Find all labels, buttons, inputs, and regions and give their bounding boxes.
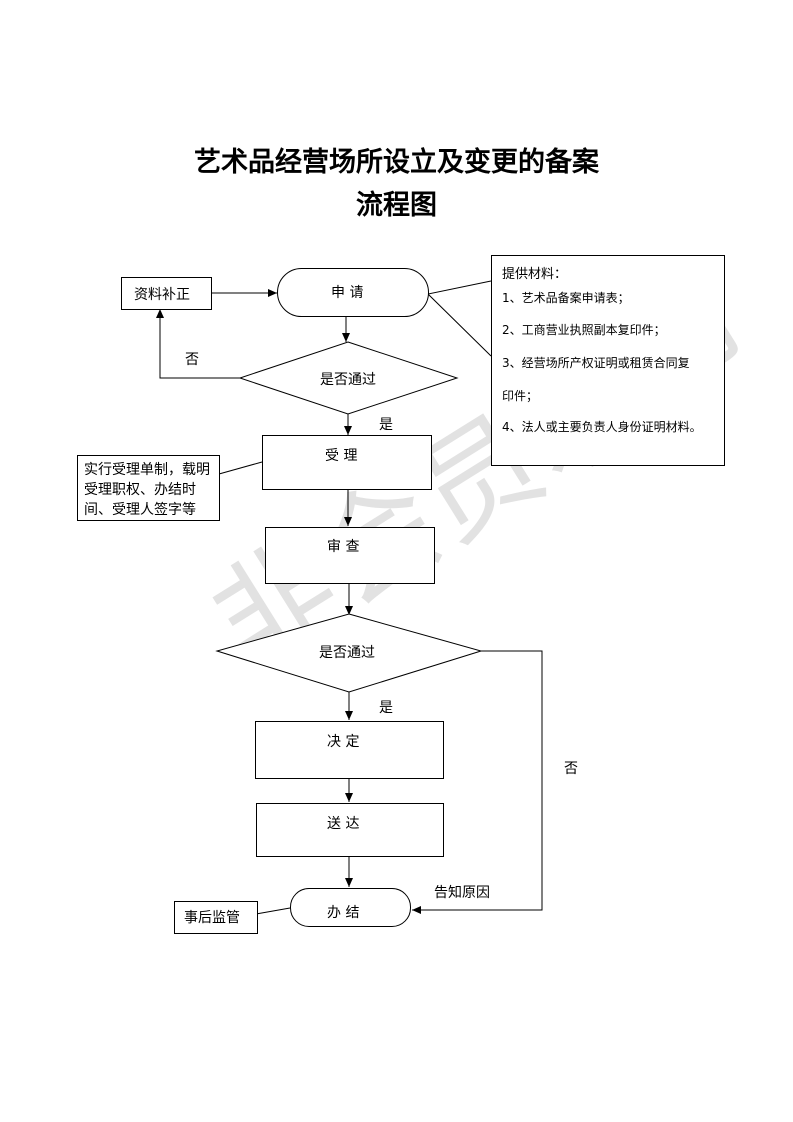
complete-terminal: [290, 888, 411, 927]
edge-decision1-no: [156, 309, 241, 379]
apply-label: 申 请: [331, 285, 364, 301]
apply-terminal: [277, 268, 429, 317]
review-box: [265, 527, 435, 584]
materials-heading: 提供材料：: [502, 267, 568, 282]
supplement-box: [121, 277, 212, 310]
page-subtitle: 流程图: [356, 190, 437, 221]
accept-box: [262, 435, 432, 490]
supplement-label: 资料补正: [134, 287, 190, 303]
deliver-box: [256, 803, 444, 857]
decision2-label: 是否通过: [319, 645, 375, 661]
edge-materials-apply: [426, 280, 492, 357]
materials-item: 印件；: [502, 389, 539, 403]
review-label: 审 查: [327, 539, 360, 555]
edge-note-accept: [218, 461, 263, 475]
decision2-shape: [215, 613, 483, 693]
accept-note-line: 实行受理单制，载明: [84, 462, 210, 478]
supervision-box: [174, 901, 258, 934]
decision2-no-label: 否: [564, 761, 578, 777]
materials-item: 2、工商营业执照副本复印件；: [502, 323, 666, 337]
supervision-label: 事后监管: [184, 910, 240, 926]
materials-item: 1、艺术品备案申请表；: [502, 291, 630, 305]
accept-note-box: [77, 455, 220, 521]
materials-item: 3、经营场所产权证明或租赁合同复: [502, 356, 690, 370]
accept-label: 受 理: [325, 448, 358, 464]
materials-box: 提供材料： 1、艺术品备案申请表； 2、工商营业执照副本复印件； 3、经营场所产…: [491, 255, 725, 466]
materials-item: 4、法人或主要负责人身份证明材料。: [502, 420, 702, 434]
complete-label: 办 结: [327, 905, 360, 921]
decision1-shape: [238, 341, 459, 415]
decision2-yes-label: 是: [379, 700, 393, 716]
page-title: 艺术品经营场所设立及变更的备案: [194, 147, 599, 178]
decision1-yes-label: 是: [379, 417, 393, 433]
edge-supervision-complete: [255, 907, 291, 915]
reason-label: 告知原因: [434, 885, 490, 901]
accept-note-line: 受理职权、办结时: [84, 482, 196, 498]
decision1-no-label: 否: [185, 352, 199, 368]
edge-decision2-no: [412, 650, 543, 914]
decide-label: 决 定: [327, 734, 360, 750]
decide-box: [255, 721, 444, 779]
decision1-label: 是否通过: [320, 372, 376, 388]
accept-note-line: 间、受理人签字等: [84, 502, 196, 518]
deliver-label: 送 达: [327, 816, 360, 832]
